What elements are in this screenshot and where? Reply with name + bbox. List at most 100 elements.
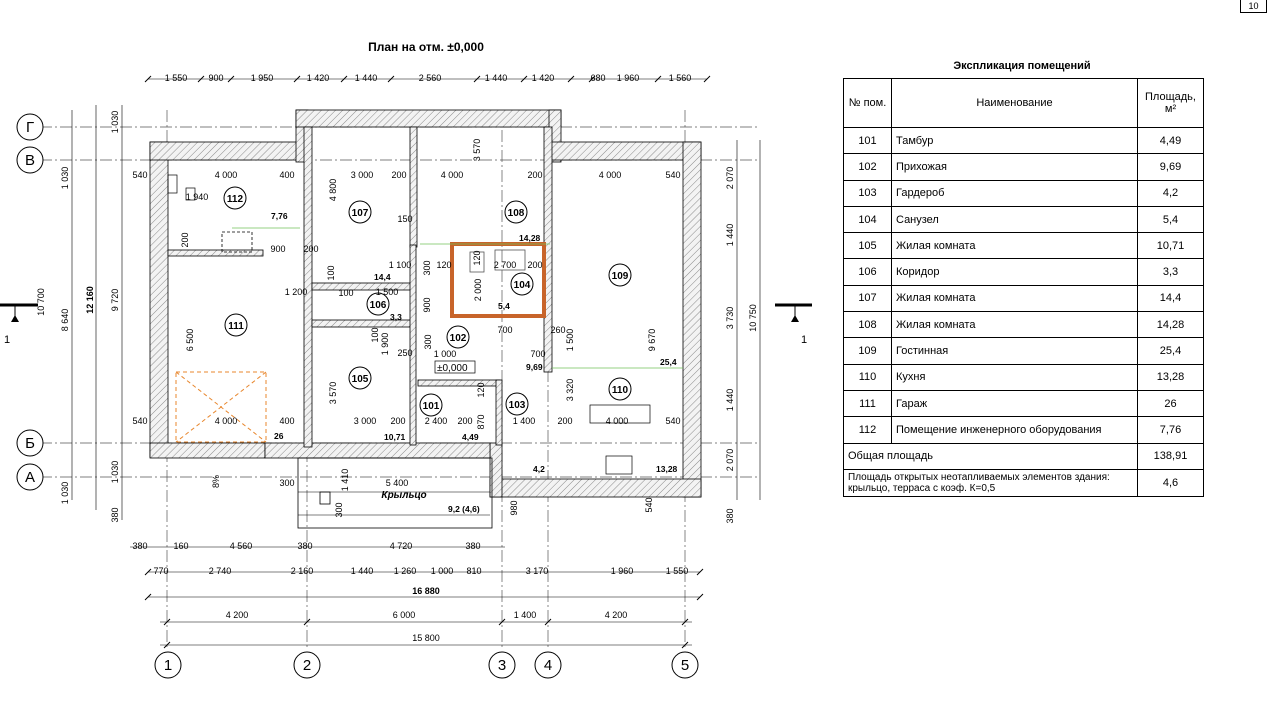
dimension-ticks [144,75,711,649]
svg-text:5,4: 5,4 [498,301,510,311]
svg-text:3 170: 3 170 [526,566,549,576]
svg-text:Б: Б [25,435,35,452]
svg-text:4,2: 4,2 [533,464,545,474]
elevation-mark: ±0,000 [437,363,468,374]
svg-text:200: 200 [180,232,190,247]
svg-text:1 100: 1 100 [389,260,412,270]
svg-text:700: 700 [530,349,545,359]
svg-text:300: 300 [334,502,344,517]
svg-text:1 440: 1 440 [351,566,374,576]
bottom-dimensions: 380 160 4 560 380 4 720 380 770 2 740 2 … [132,541,688,643]
svg-text:400: 400 [279,170,294,180]
dimension-lines [71,78,761,646]
svg-text:25,4: 25,4 [660,357,677,367]
svg-text:1 000: 1 000 [434,349,457,359]
svg-text:4 200: 4 200 [605,610,628,620]
svg-text:980: 980 [509,500,519,515]
svg-text:4 000: 4 000 [441,170,464,180]
svg-text:1 440: 1 440 [485,73,508,83]
walls [149,109,702,498]
svg-text:2: 2 [303,657,311,674]
svg-text:400: 400 [279,416,294,426]
svg-text:1 940: 1 940 [186,192,209,202]
inner-dimensions: 4 000 400 3 000 200 4 000 200 4 000 540 … [132,139,680,518]
svg-text:900: 900 [208,73,223,83]
svg-text:10 750: 10 750 [748,304,758,332]
svg-text:106: 106 [370,300,387,311]
header-no: № пом. [843,78,892,128]
porch-outline [297,457,493,529]
total-value: 138,91 [1137,442,1204,470]
svg-text:200: 200 [557,416,572,426]
svg-text:3 320: 3 320 [565,379,575,402]
svg-text:5 400: 5 400 [386,478,409,488]
svg-text:1 400: 1 400 [513,416,536,426]
svg-text:700: 700 [497,325,512,335]
slope-label: 8% [211,475,221,488]
svg-text:540: 540 [665,170,680,180]
svg-text:380: 380 [465,541,480,551]
svg-text:200: 200 [527,260,542,270]
svg-text:107: 107 [352,208,369,219]
svg-text:1 420: 1 420 [532,73,555,83]
svg-text:1 030: 1 030 [110,461,120,484]
svg-text:14,4: 14,4 [374,272,391,282]
total-label: Общая площадь [843,442,1138,470]
svg-text:102: 102 [450,333,467,344]
svg-text:2 160: 2 160 [291,566,314,576]
svg-text:А: А [25,469,35,486]
svg-text:540: 540 [132,170,147,180]
svg-text:1 550: 1 550 [666,566,689,576]
svg-text:112: 112 [227,194,244,205]
svg-text:870: 870 [476,414,486,429]
floor-plan: План на отм. ±0,000 [0,40,812,679]
svg-text:2 070: 2 070 [725,167,735,190]
svg-text:200: 200 [390,416,405,426]
svg-text:7,76: 7,76 [271,211,288,221]
svg-text:380: 380 [297,541,312,551]
svg-text:103: 103 [509,400,526,411]
svg-text:3 730: 3 730 [725,307,735,330]
svg-text:1 950: 1 950 [251,73,274,83]
svg-text:1: 1 [801,334,807,346]
svg-text:1 030: 1 030 [110,111,120,134]
svg-text:6 000: 6 000 [393,610,416,620]
svg-text:200: 200 [391,170,406,180]
svg-text:В: В [25,152,35,169]
svg-text:540: 540 [665,416,680,426]
svg-text:200: 200 [457,416,472,426]
svg-text:4 800: 4 800 [328,179,338,202]
svg-text:3 570: 3 570 [328,382,338,405]
svg-text:900: 900 [270,244,285,254]
room-markers: 112 107 108 109 104 106 111 102 105 101 … [223,186,632,417]
svg-text:380: 380 [132,541,147,551]
svg-text:1 900: 1 900 [380,333,390,356]
svg-text:1 500: 1 500 [565,329,575,352]
svg-text:10 700: 10 700 [36,288,46,316]
explication-title: Экспликация помещений [953,60,1091,72]
table-header-row: № пом. Наименование Площадь, м² [843,78,1204,128]
svg-text:810: 810 [466,566,481,576]
svg-text:3,3: 3,3 [390,312,402,322]
svg-text:4 560: 4 560 [230,541,253,551]
svg-text:1 560: 1 560 [669,73,692,83]
svg-text:2 740: 2 740 [209,566,232,576]
svg-text:1 410: 1 410 [340,469,350,492]
svg-text:770: 770 [153,566,168,576]
svg-text:1 440: 1 440 [725,389,735,412]
svg-text:380: 380 [110,507,120,522]
svg-text:540: 540 [132,416,147,426]
svg-text:200: 200 [303,244,318,254]
svg-text:1: 1 [164,657,172,674]
svg-text:26: 26 [274,431,284,441]
svg-text:1 500: 1 500 [376,287,399,297]
svg-text:12 160: 12 160 [85,286,95,314]
svg-text:4,49: 4,49 [462,432,479,442]
svg-text:1 200: 1 200 [285,287,308,297]
